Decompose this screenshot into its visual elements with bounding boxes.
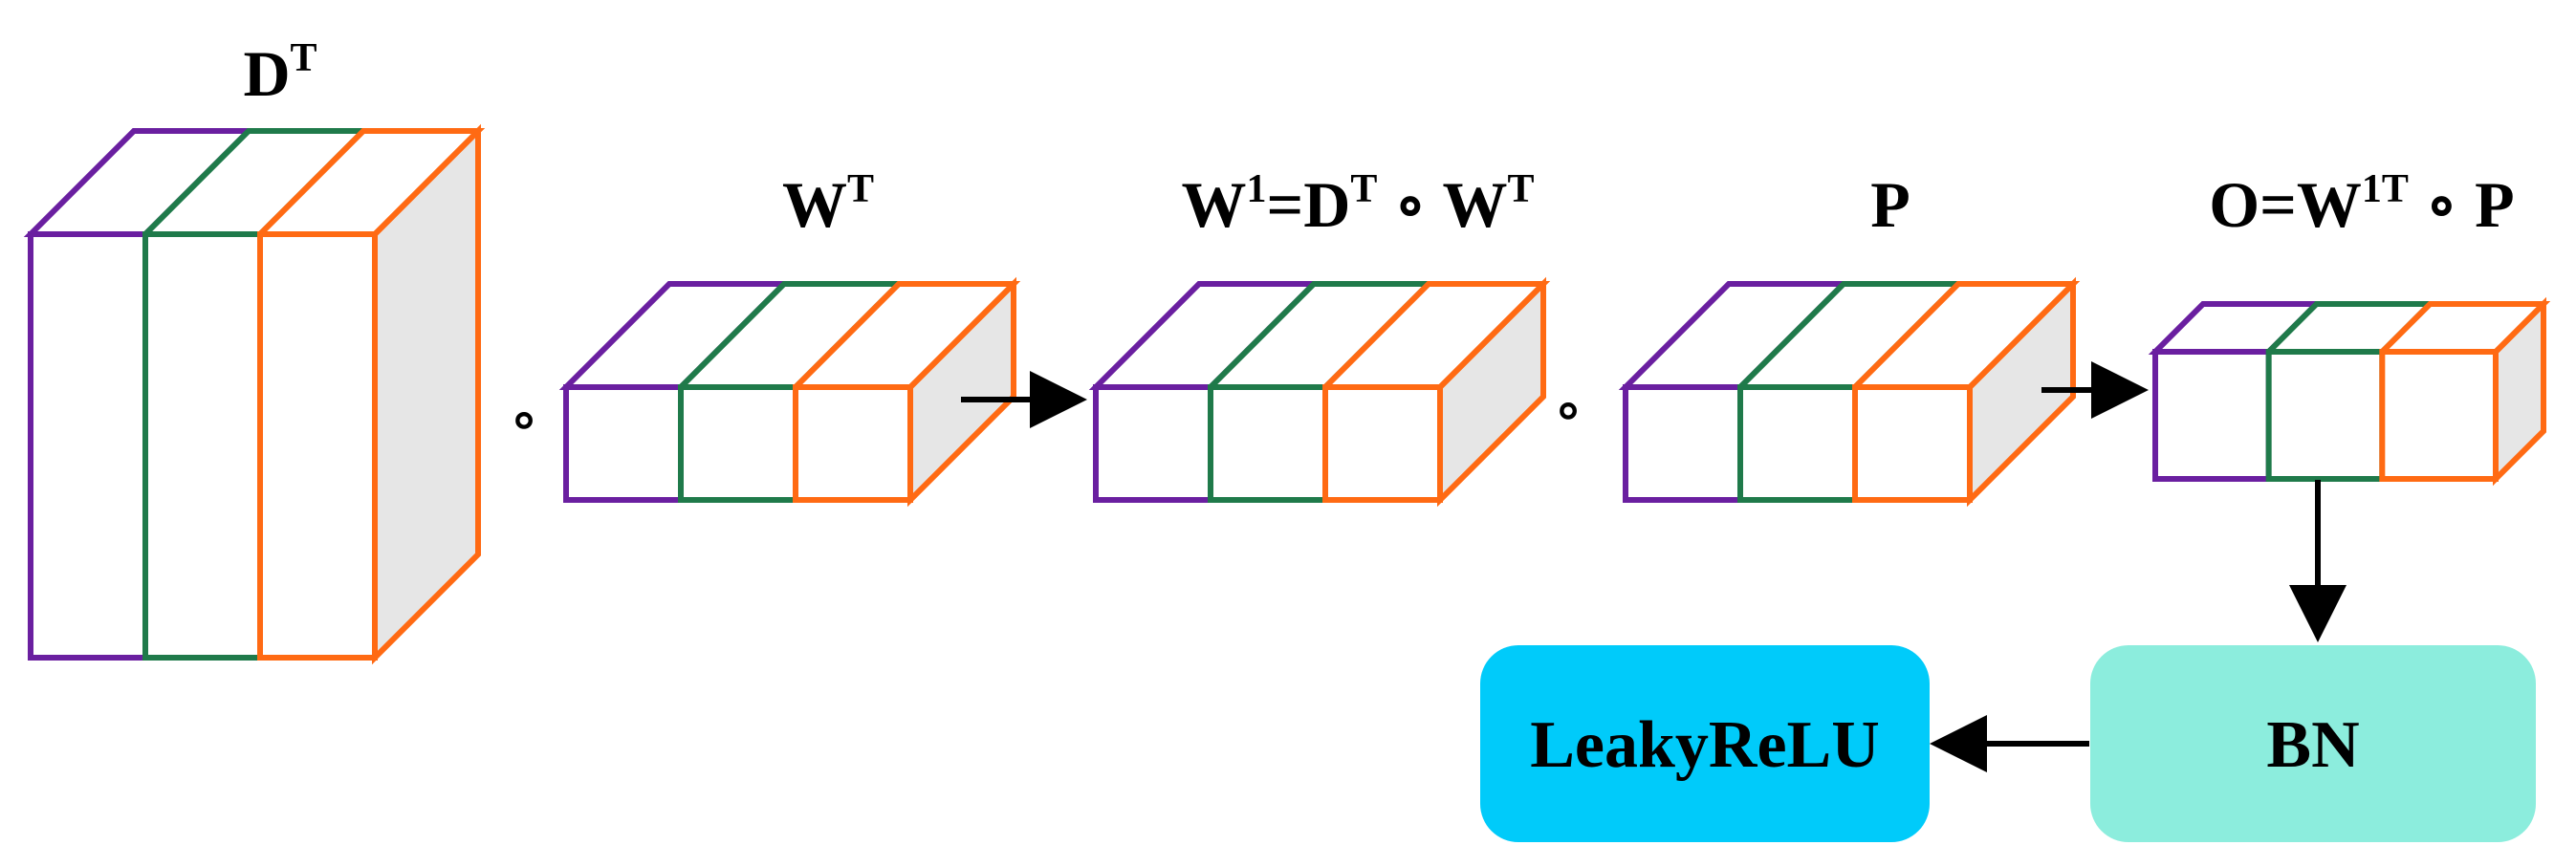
tensor-slice-3-front: [793, 384, 913, 503]
tensor-slice-2-front: [2265, 349, 2386, 482]
label-w1: W1=DT ∘ WT: [1182, 167, 1535, 241]
label-dt: DT: [243, 36, 317, 110]
tensor-slice-1-front: [1623, 384, 1743, 503]
tensor-slice-3-front: [257, 231, 378, 661]
label-wt: WT: [782, 167, 874, 241]
leakyrelu-label: LeakyReLU: [1530, 708, 1880, 782]
tensor-p: [1618, 276, 2081, 508]
tensor-slice-2-front: [678, 384, 798, 503]
tensor-slice-1-front: [2152, 349, 2272, 482]
tensor-slice-3-front: [1852, 384, 1973, 503]
leakyrelu-box: LeakyReLU: [1480, 645, 1930, 842]
tensor-slice-2-front: [1208, 384, 1328, 503]
tensor-wt: [558, 276, 1021, 508]
tensor-slice-2-front: [1737, 384, 1858, 503]
tensor-slice-2-front: [142, 231, 263, 661]
tensor-slice-1-front: [563, 384, 684, 503]
bn-box-bg: [2090, 645, 2536, 842]
tensor-dt: [23, 123, 486, 665]
tensor-slice-3-front: [2379, 349, 2499, 482]
bn-box: BN: [2090, 645, 2536, 842]
tensor-slice-1-front: [28, 231, 148, 661]
label-o: O=W1T ∘ P: [2209, 167, 2514, 241]
tensor-o: [2148, 296, 2551, 487]
label-p: P: [1870, 168, 1910, 241]
tensor-slice-1-front: [1093, 384, 1213, 503]
bn-label: BN: [2266, 708, 2359, 782]
tensor-slice-3-front: [1322, 384, 1443, 503]
hadamard-operator-2: ∘: [1553, 376, 1583, 444]
hadamard-operator-1: ∘: [509, 385, 538, 453]
tensor-w1: [1088, 276, 1551, 508]
leakyrelu-box-bg: [1480, 645, 1930, 842]
